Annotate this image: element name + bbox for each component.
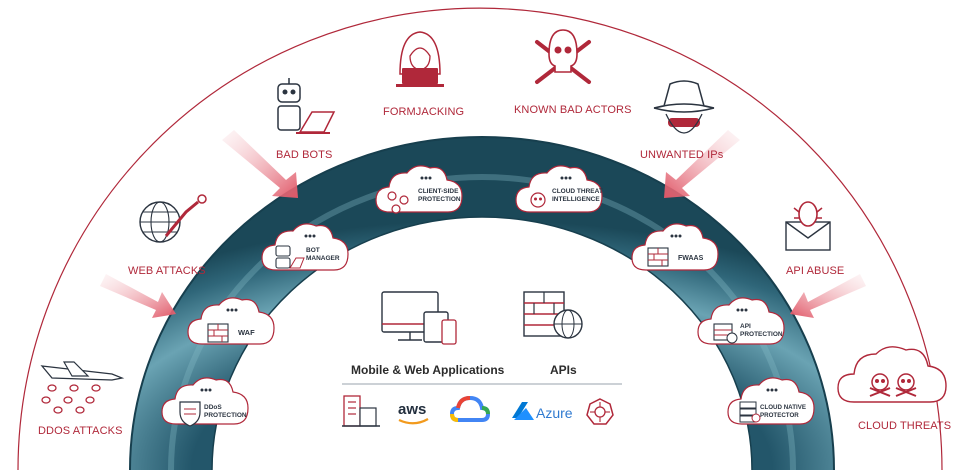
bug-envelope-icon: [785, 201, 831, 251]
skull-badge-icon: [530, 192, 546, 208]
server-building-icon: [342, 395, 380, 427]
shield-icon: [179, 401, 201, 427]
threat-web-attacks-label: WEB ATTACKS: [128, 265, 206, 277]
google-cloud-icon: [449, 395, 491, 422]
skull-crossbones-icon: [535, 29, 591, 84]
protection-ring: [130, 137, 834, 470]
api-wall-icon: [713, 323, 738, 344]
hacker-laptop-icon: [396, 31, 444, 87]
service-bot-manager: BOT MANAGER: [261, 223, 349, 271]
aws-logo: aws: [398, 401, 429, 425]
svc-waf-l1: WAF: [238, 328, 255, 337]
svc-client-side-l1: CLIENT-SIDE: [418, 188, 459, 195]
svc-cloud-native-l1: CLOUD NATIVE: [760, 404, 806, 411]
attack-arrow-left-2: [100, 274, 176, 318]
service-client-side-protection: CLIENT-SIDE PROTECTION: [375, 165, 463, 214]
network-nodes-icon: [387, 191, 409, 214]
server-stack-icon: [739, 401, 761, 423]
attack-arrow-right-1: [664, 130, 740, 198]
threat-api-abuse-label: API ABUSE: [786, 265, 845, 277]
svc-threat-intel-l2: INTELLIGENCE: [552, 196, 600, 203]
azure-text: Azure: [536, 405, 573, 421]
svc-bot-manager-l1: BOT: [306, 247, 320, 254]
aws-text: aws: [398, 401, 426, 418]
svc-fwaas-l1: FWAAS: [678, 255, 704, 262]
mobile-web-apps-label: Mobile & Web Applications: [351, 363, 505, 377]
robot-laptop-icon: [277, 78, 336, 134]
threat-unwanted-ips-label: UNWANTED IPs: [640, 149, 724, 161]
svc-cloud-native-l2: PROTECTOR: [760, 412, 799, 419]
apis-label: APIs: [550, 363, 577, 377]
service-fwaas: FWAAS: [631, 223, 719, 271]
svc-api-protection-l1: API: [740, 323, 751, 330]
service-cloud-native-protector: CLOUD NATIVE PROTECTOR: [727, 377, 815, 425]
svc-api-protection-l2: PROTECTION: [740, 331, 783, 338]
svc-threat-intel-l1: CLOUD THREAT: [552, 188, 603, 195]
svc-bot-manager-l2: MANAGER: [306, 255, 340, 262]
outer-boundary-arc: [17, 7, 943, 471]
svc-client-side-l2: PROTECTION: [418, 196, 461, 203]
threat-ddos-attacks-label: DDOS ATTACKS: [38, 425, 123, 437]
service-cloud-threat-intelligence: CLOUD THREAT INTELLIGENCE: [515, 165, 603, 213]
brick-wall-icon: [647, 247, 669, 267]
threat-cloud-threats-label: CLOUD THREATS: [858, 420, 952, 432]
service-waf: WAF: [187, 297, 275, 345]
spy-hat-icon: [653, 80, 715, 134]
svc-ddos-l1: DDoS: [204, 404, 222, 411]
globe-attack-icon: [139, 194, 207, 243]
devices-icon: [381, 291, 457, 345]
service-api-protection: API PROTECTION: [697, 297, 785, 345]
kubernetes-icon: [586, 398, 614, 425]
brick-wall-icon: [207, 323, 229, 343]
robot-small-icon: [275, 245, 305, 269]
jet-bombs-icon: [40, 361, 125, 414]
threat-bad-bots-label: BAD BOTS: [276, 149, 333, 161]
attack-arrow-left-1: [222, 130, 298, 198]
azure-logo: Azure: [512, 402, 573, 421]
threat-known-bad-actors-label: KNOWN BAD ACTORS: [514, 104, 632, 116]
attack-arrow-right-2: [790, 274, 866, 318]
svc-ddos-l2: PROTECTION: [204, 412, 247, 419]
cloud-skulls-icon: [837, 346, 947, 403]
service-ddos-protection: DDoS PROTECTION: [161, 377, 249, 427]
threat-formjacking-label: FORMJACKING: [383, 106, 465, 118]
firewall-globe-icon: [523, 291, 583, 339]
